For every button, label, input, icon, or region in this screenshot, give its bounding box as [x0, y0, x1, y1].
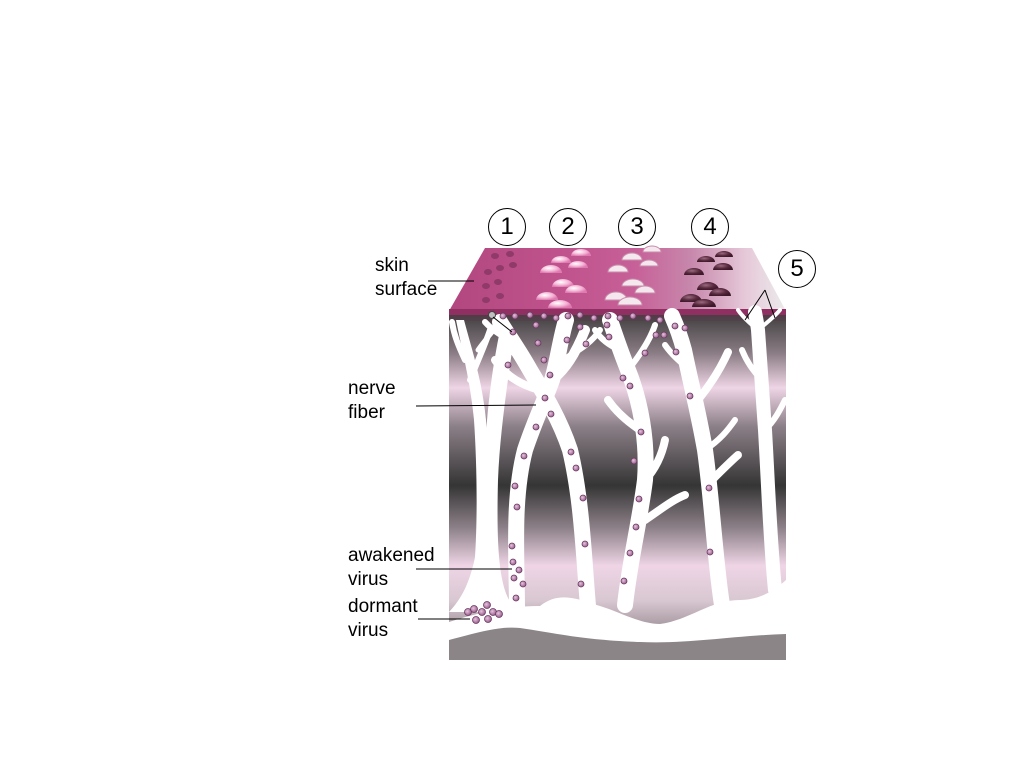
- virus-marker: [488, 311, 496, 319]
- skin-edge: [449, 309, 786, 315]
- blisters-stage-4: [680, 251, 733, 307]
- base-layer: [449, 627, 786, 660]
- awakened-virus-label: awakened virus: [348, 545, 435, 590]
- blisters-stage-2: [536, 249, 591, 308]
- dormant-virus-cluster: [464, 601, 503, 624]
- nerve-fibers: [449, 305, 788, 660]
- nerve-fiber-label: nerve fiber: [348, 378, 396, 423]
- leader-lines: [415, 280, 776, 620]
- stage-1-marker: 1: [488, 208, 526, 246]
- stage-3-marker: 3: [618, 208, 656, 246]
- blisters-stage-1: [482, 251, 517, 303]
- skin-surface-top: [449, 248, 786, 311]
- stage-4-marker: 4: [691, 208, 729, 246]
- virus-particles-fibers: [504, 328, 714, 602]
- dormant-virus-label: dormant virus: [348, 596, 418, 641]
- blisters-stage-3: [604, 245, 662, 306]
- virus-particles-surface: [499, 311, 689, 341]
- skin-surface-label: skin surface: [375, 255, 438, 300]
- stage-5-marker: 5: [778, 250, 816, 288]
- stage-2-marker: 2: [549, 208, 587, 246]
